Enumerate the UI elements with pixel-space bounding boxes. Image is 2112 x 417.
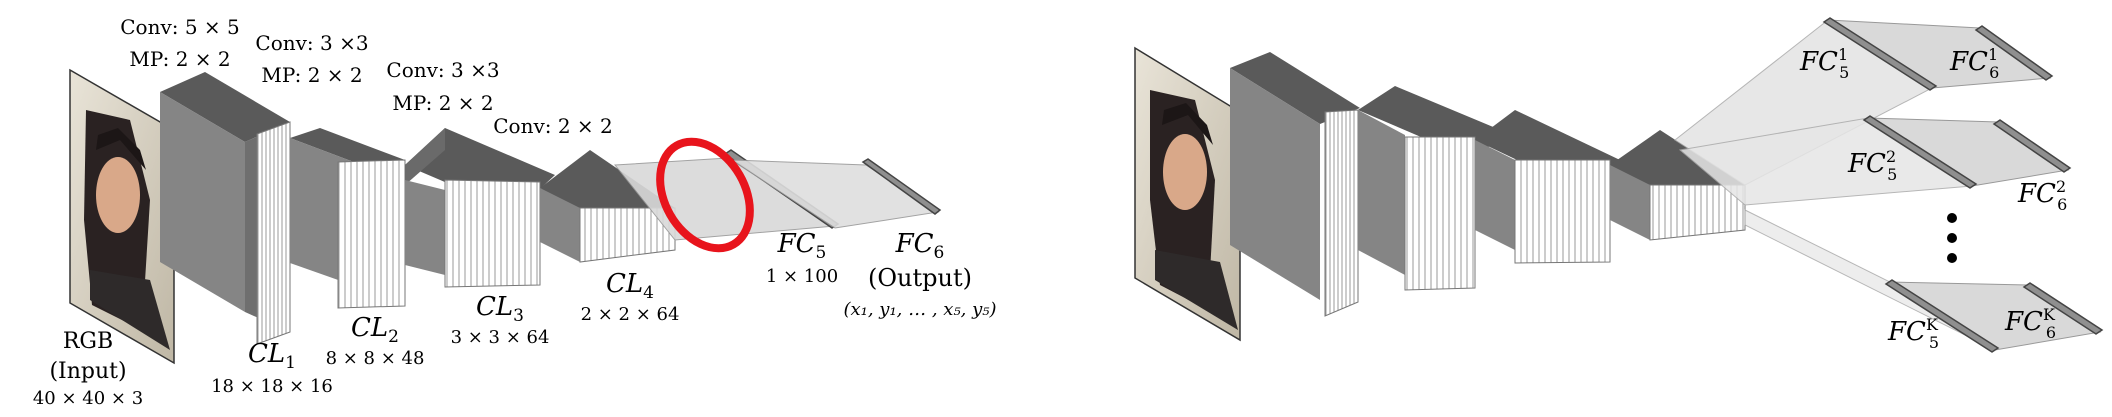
cl3-dims: 3 × 3 × 64 — [451, 327, 550, 348]
conv-block-2 — [290, 128, 406, 309]
output-label: (Output) — [868, 264, 972, 292]
ellipsis-dot — [1947, 233, 1957, 243]
cl2-dims: 8 × 8 × 48 — [326, 348, 425, 369]
right-conv-block-1 — [1230, 52, 1360, 317]
conv-block-3 — [405, 128, 555, 288]
cl1-label: CL1 — [248, 339, 296, 373]
input-image — [69, 68, 175, 365]
fc6-plane — [730, 158, 942, 229]
output-coords: (x₁, y₁, … , x₅, y₅) — [843, 299, 996, 320]
input-sublabel: (Input) — [49, 359, 126, 384]
input-dims: 40 × 40 × 3 — [33, 388, 143, 409]
right-conv-block-4 — [1610, 130, 1746, 241]
highlight-ellipse — [656, 137, 754, 253]
right-conv-block-2 — [1358, 86, 1510, 291]
op-1-mp: MP: 2 × 2 — [129, 47, 230, 71]
fc5-dims: 1 × 100 — [766, 266, 838, 287]
op-3-conv: Conv: 3 ×3 — [386, 58, 499, 82]
fc5-label: FC5 — [777, 229, 827, 263]
input-label: RGB — [63, 329, 113, 354]
op-2-conv: Conv: 3 ×3 — [255, 31, 368, 55]
cl3-label: CL3 — [476, 292, 524, 326]
ellipsis-dot — [1947, 213, 1957, 223]
conv-block-1 — [160, 72, 291, 345]
op-2-mp: MP: 2 × 2 — [261, 63, 362, 87]
fc6-label: FC6 — [895, 229, 945, 263]
cl2-label: CL2 — [351, 313, 399, 347]
cl4-dims: 2 × 2 × 64 — [581, 304, 680, 325]
right-conv-block-3 — [1475, 110, 1620, 264]
op-3-mp: MP: 2 × 2 — [392, 91, 493, 115]
right-input-image — [1134, 46, 1241, 342]
conv-block-4 — [540, 150, 676, 263]
branch-2 — [1678, 115, 2072, 206]
cl1-dims: 18 × 18 × 16 — [211, 376, 333, 397]
op-1-conv: Conv: 5 × 5 — [120, 15, 240, 39]
cl4-label: CL4 — [606, 269, 654, 303]
branch-k — [1744, 209, 2104, 353]
ellipsis-dot — [1947, 253, 1957, 263]
left-network: Conv: 5 × 5 MP: 2 × 2 Conv: 3 ×3 MP: 2 ×… — [33, 15, 997, 409]
op-4-conv: Conv: 2 × 2 — [493, 114, 613, 138]
